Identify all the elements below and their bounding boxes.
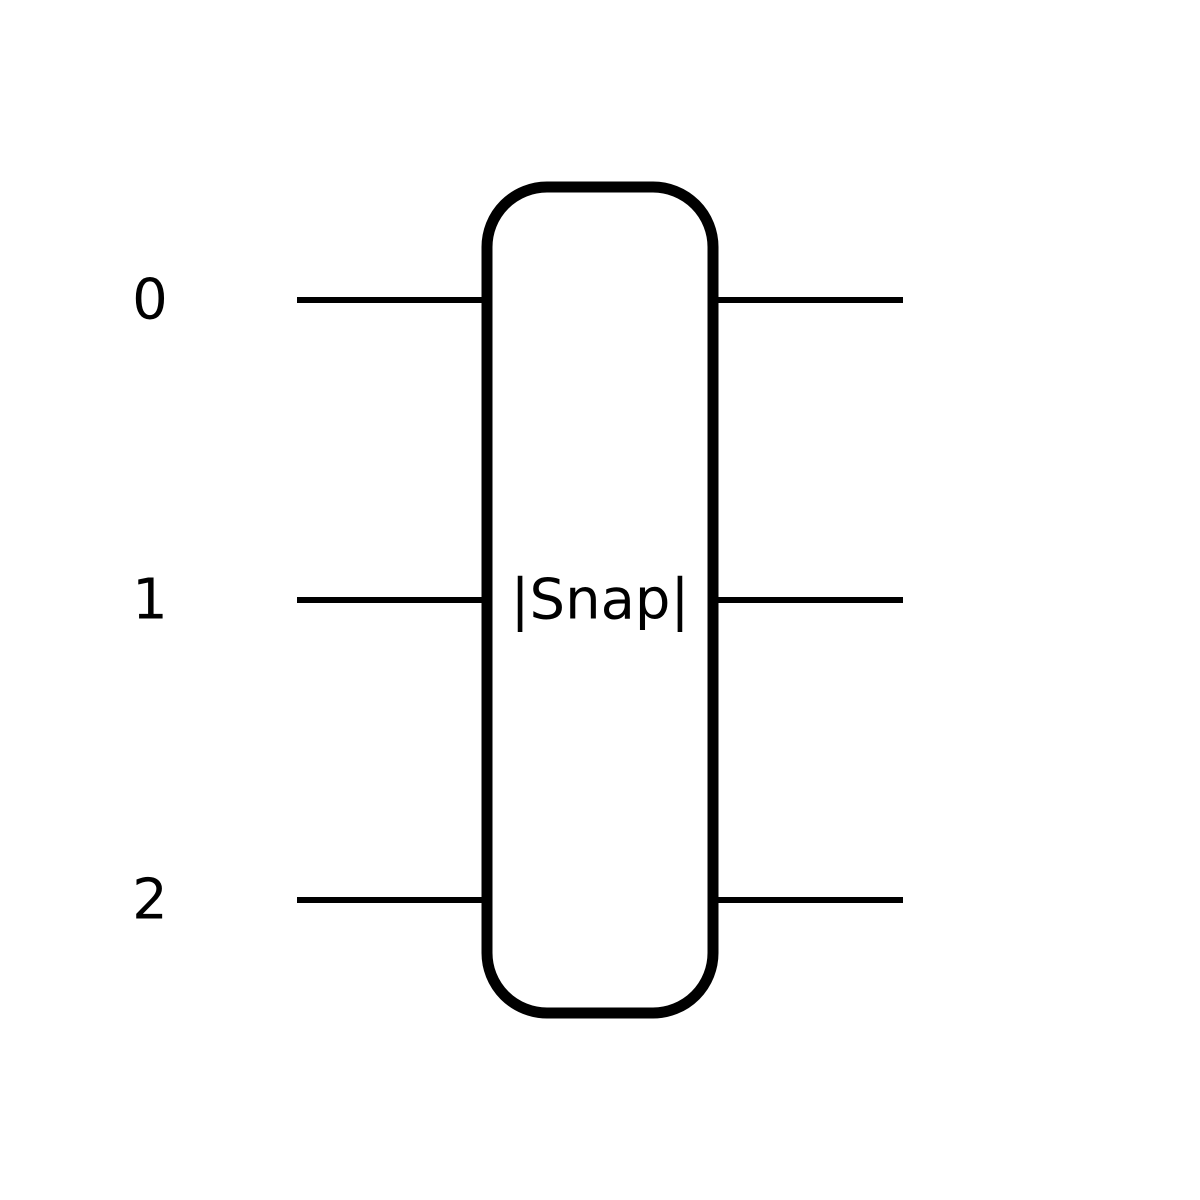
wire-label-0: 0: [132, 268, 168, 333]
gate-label: |Snap|: [511, 568, 690, 633]
snap-gate: |Snap|: [481, 181, 719, 1019]
wire-1: 1: [132, 568, 903, 633]
wire-0: 0: [132, 268, 903, 333]
wire-2: 2: [132, 868, 903, 933]
wire-label-2: 2: [132, 868, 168, 933]
wire-label-1: 1: [132, 568, 168, 633]
gate-box: [481, 181, 719, 1019]
